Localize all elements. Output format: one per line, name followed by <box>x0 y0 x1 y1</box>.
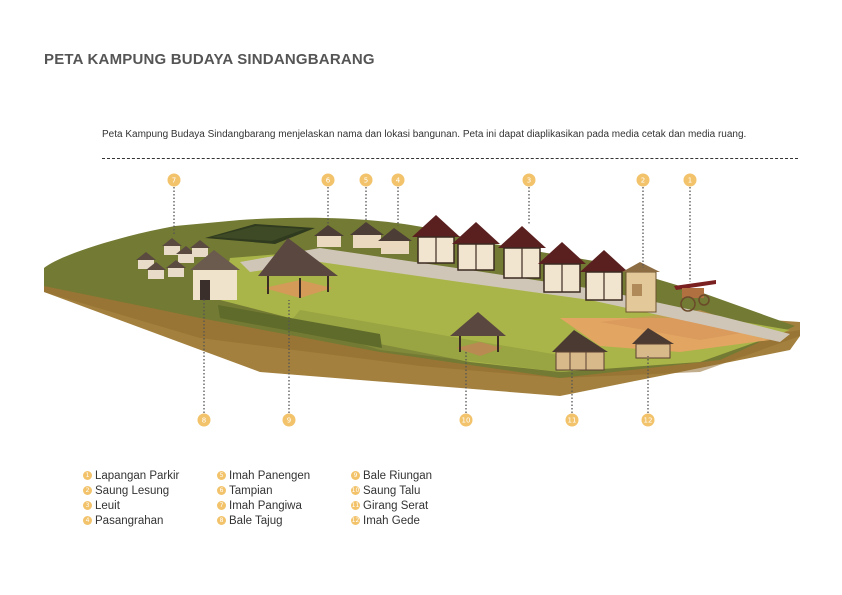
imah-gede-building <box>632 328 674 359</box>
map-marker-number: 7 <box>172 177 176 185</box>
map-marker-10[interactable] <box>459 413 473 427</box>
saung-lesung-building <box>622 262 660 313</box>
legend-marker-icon: 1 <box>83 471 92 480</box>
legend-marker-icon: 9 <box>351 471 360 480</box>
map-marker-number: 8 <box>202 417 206 425</box>
map-marker-1[interactable] <box>683 173 697 187</box>
small-houses-cluster <box>136 238 210 279</box>
legend-marker-icon: 11 <box>351 501 360 510</box>
map-marker-7[interactable] <box>167 173 181 187</box>
map-marker-11[interactable] <box>565 413 579 427</box>
map-marker-2[interactable] <box>636 173 650 187</box>
legend-marker-icon: 5 <box>217 471 226 480</box>
legend-label: Imah Gede <box>363 514 420 527</box>
map-marker-number: 6 <box>326 177 331 185</box>
hedge-row <box>218 305 382 348</box>
pond-water <box>212 226 305 241</box>
legend-marker-icon: 2 <box>83 486 92 495</box>
saung-talu-pavilion <box>450 312 506 356</box>
legend-marker-icon: 3 <box>83 501 92 510</box>
legend-marker-icon: 6 <box>217 486 226 495</box>
dashed-divider <box>102 158 798 159</box>
legend-marker-icon: 8 <box>217 516 226 525</box>
legend-label: Leuit <box>95 499 120 512</box>
cart-vehicle <box>674 280 716 312</box>
map-marker-5[interactable] <box>359 173 373 187</box>
map-marker-number: 1 <box>688 177 692 185</box>
map-marker-number: 9 <box>287 417 291 425</box>
map-marker-number: 11 <box>568 417 577 425</box>
map-marker-number: 5 <box>364 177 368 185</box>
map-marker-6[interactable] <box>321 173 335 187</box>
bale-tajug-building <box>190 250 240 300</box>
legend-label: Girang Serat <box>363 499 429 512</box>
legend-label: Bale Riungan <box>363 469 433 482</box>
map-marker-3[interactable] <box>522 173 536 187</box>
legend-marker-icon: 4 <box>83 516 92 525</box>
map-marker-12[interactable] <box>641 413 655 427</box>
map-marker-8[interactable] <box>197 413 211 427</box>
legend-label: Imah Pangiwa <box>229 499 302 512</box>
legend-label: Pasangrahan <box>95 514 164 527</box>
map-marker-9[interactable] <box>282 413 296 427</box>
leuit-row <box>412 215 628 301</box>
map-marker-number: 4 <box>396 177 401 185</box>
small-row-houses <box>314 222 412 254</box>
legend-marker-icon: 12 <box>351 516 360 525</box>
bale-riungan-pavilion <box>258 238 338 298</box>
map-marker-number: 2 <box>641 177 645 185</box>
legend-label: Imah Panengen <box>229 469 311 482</box>
legend-marker-icon: 10 <box>351 486 360 495</box>
legend-marker-icon: 7 <box>217 501 226 510</box>
map-marker-number: 10 <box>462 417 471 425</box>
legend-label: Tampian <box>229 484 273 497</box>
map-marker-number: 3 <box>527 177 531 185</box>
legend-label: Saung Talu <box>363 484 421 497</box>
map-description: Peta Kampung Budaya Sindangbarang menjel… <box>102 129 747 140</box>
legend-label: Saung Lesung <box>95 484 170 497</box>
legend-label: Bale Tajug <box>229 514 283 527</box>
parking-area <box>560 318 770 352</box>
legend-label: Lapangan Parkir <box>95 469 180 482</box>
girang-serat-building <box>552 330 608 371</box>
page-title: PETA KAMPUNG BUDAYA SINDANGBARANG <box>44 51 375 68</box>
map-marker-4[interactable] <box>391 173 405 187</box>
map-marker-number: 12 <box>644 417 653 425</box>
